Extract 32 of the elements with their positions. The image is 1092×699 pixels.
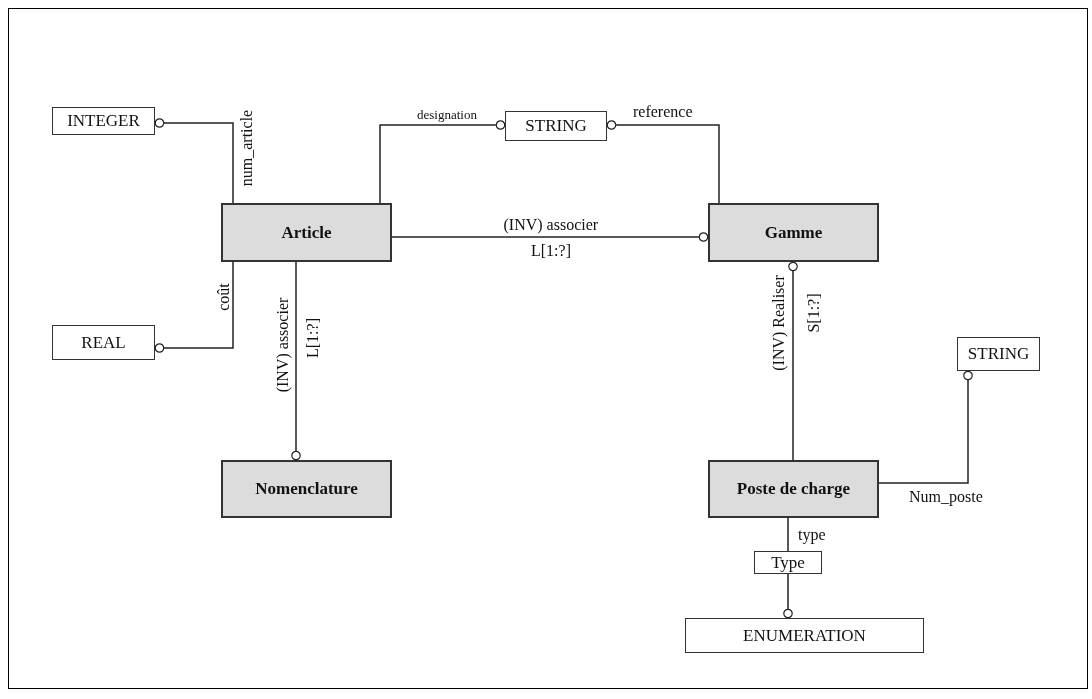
type-box: STRING xyxy=(505,111,607,141)
type-box: Type xyxy=(754,551,822,574)
cardinality-label: L[1:?] xyxy=(531,243,571,259)
edge-label: num_article xyxy=(239,109,256,187)
type-box: REAL xyxy=(52,325,155,360)
connector-line xyxy=(391,232,709,242)
type-box: ENUMERATION xyxy=(685,618,924,653)
edge-label: type xyxy=(798,527,826,543)
connector-line xyxy=(783,573,793,619)
edge-label: coût xyxy=(215,283,232,311)
entity-box: Gamme xyxy=(708,203,879,262)
connector-line xyxy=(787,517,789,552)
connector-line xyxy=(291,261,301,461)
entity-box: Article xyxy=(221,203,392,262)
edge-label: (INV) Realiser xyxy=(770,275,787,371)
cardinality-label: S[1:?] xyxy=(805,293,822,333)
type-box: INTEGER xyxy=(52,107,155,135)
entity-box: Poste de charge xyxy=(708,460,879,518)
connector-line xyxy=(788,261,798,461)
edge-label: Num_poste xyxy=(909,489,983,505)
edge-label: designation xyxy=(417,107,477,121)
edge-label: (INV) associer xyxy=(274,297,291,393)
connector-line xyxy=(606,120,720,204)
edge-label: (INV) associer xyxy=(503,217,599,233)
edge-label: reference xyxy=(633,104,693,120)
type-box: STRING xyxy=(957,337,1040,371)
entity-box: Nomenclature xyxy=(221,460,392,518)
cardinality-label: L[1:?] xyxy=(305,318,321,358)
connector-line xyxy=(154,118,234,204)
connector-line xyxy=(154,261,234,353)
connector-line xyxy=(379,120,506,204)
connector-line xyxy=(878,370,973,484)
